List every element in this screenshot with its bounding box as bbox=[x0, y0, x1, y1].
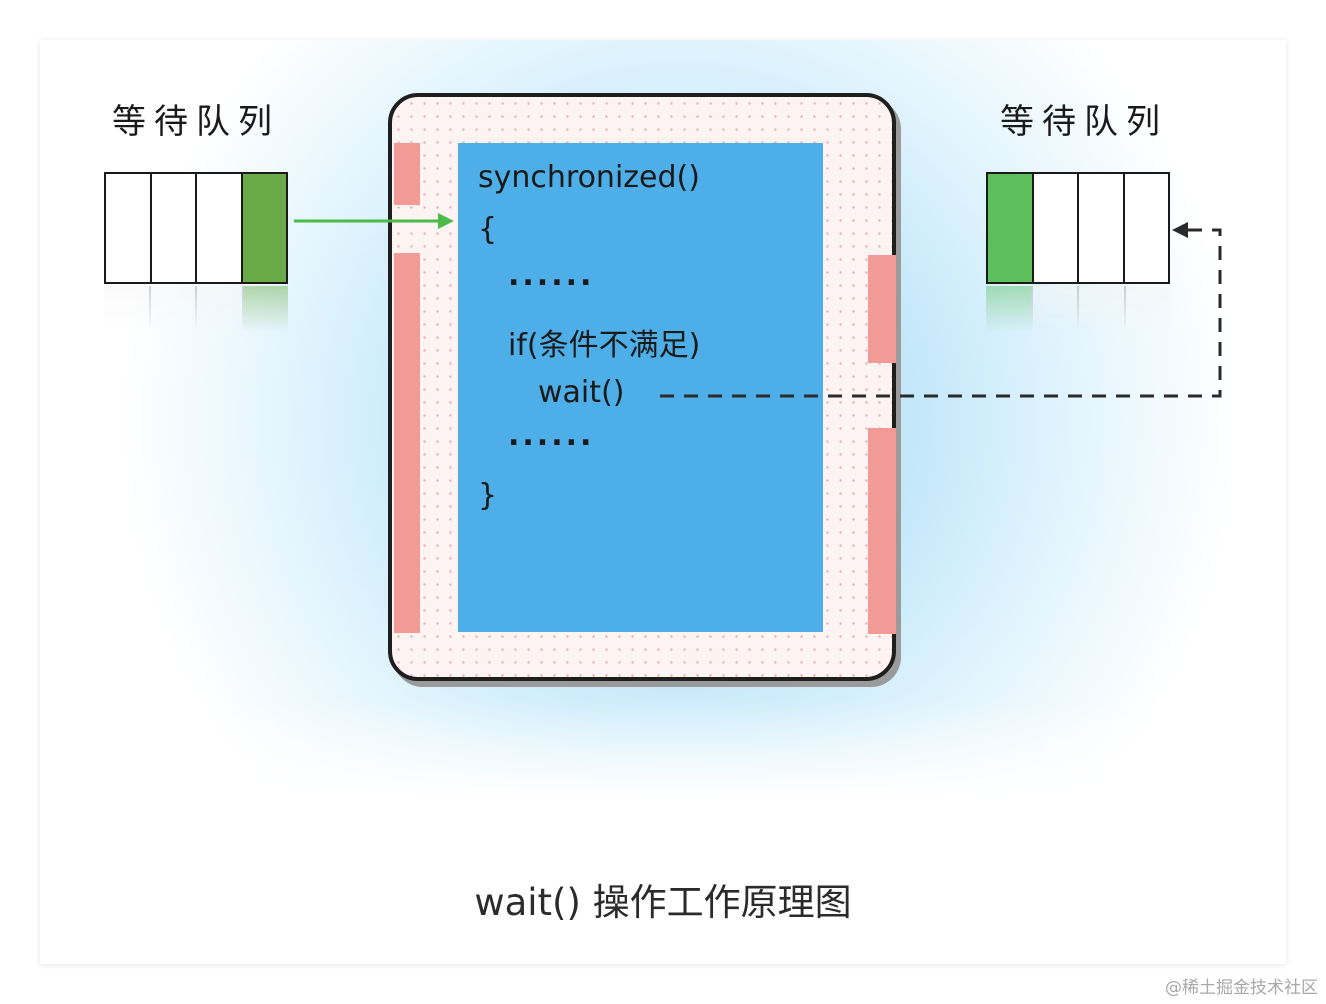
code-ellipsis-2: ...... bbox=[508, 418, 595, 453]
right-queue-reflection bbox=[986, 286, 1170, 332]
left-queue-cell-1 bbox=[106, 174, 152, 282]
right-waiting-queue bbox=[986, 172, 1170, 284]
left-queue-cell-3 bbox=[197, 174, 243, 282]
right-queue-cell-2 bbox=[1033, 174, 1079, 282]
code-ellipsis-1: ...... bbox=[508, 258, 595, 293]
right-queue-label: 等待队列 bbox=[1000, 102, 1168, 142]
left-queue-cell-4-thread bbox=[242, 174, 286, 282]
enter-arrow bbox=[294, 213, 454, 229]
code-open-brace: { bbox=[478, 212, 498, 247]
left-queue-cell-2 bbox=[151, 174, 197, 282]
right-queue-cell-3 bbox=[1079, 174, 1125, 282]
code-close-brace: } bbox=[478, 478, 498, 513]
right-reflection-highlight bbox=[986, 286, 1033, 332]
exit-door-bottom bbox=[868, 428, 896, 634]
code-wait: wait() bbox=[538, 375, 625, 410]
left-queue-reflection bbox=[104, 286, 288, 332]
right-queue-cell-4 bbox=[1124, 174, 1168, 282]
figure-caption: wait() 操作工作原理图 bbox=[474, 881, 852, 924]
right-queue-cell-1-thread bbox=[988, 174, 1034, 282]
background-glow-fade bbox=[40, 700, 1286, 800]
entry-door-bottom bbox=[394, 253, 420, 633]
entry-door-top bbox=[394, 143, 420, 205]
left-waiting-queue bbox=[104, 172, 288, 284]
code-if-condition: if(条件不满足) bbox=[508, 328, 701, 363]
code-synchronized: synchronized() bbox=[478, 160, 700, 195]
code-block bbox=[458, 143, 823, 632]
wait-dashed-arrow bbox=[660, 222, 1222, 398]
left-queue-label: 等待队列 bbox=[112, 102, 280, 142]
exit-door-top bbox=[868, 255, 896, 363]
watermark: @稀土掘金技术社区 bbox=[1165, 978, 1318, 998]
left-reflection-highlight bbox=[243, 286, 288, 332]
